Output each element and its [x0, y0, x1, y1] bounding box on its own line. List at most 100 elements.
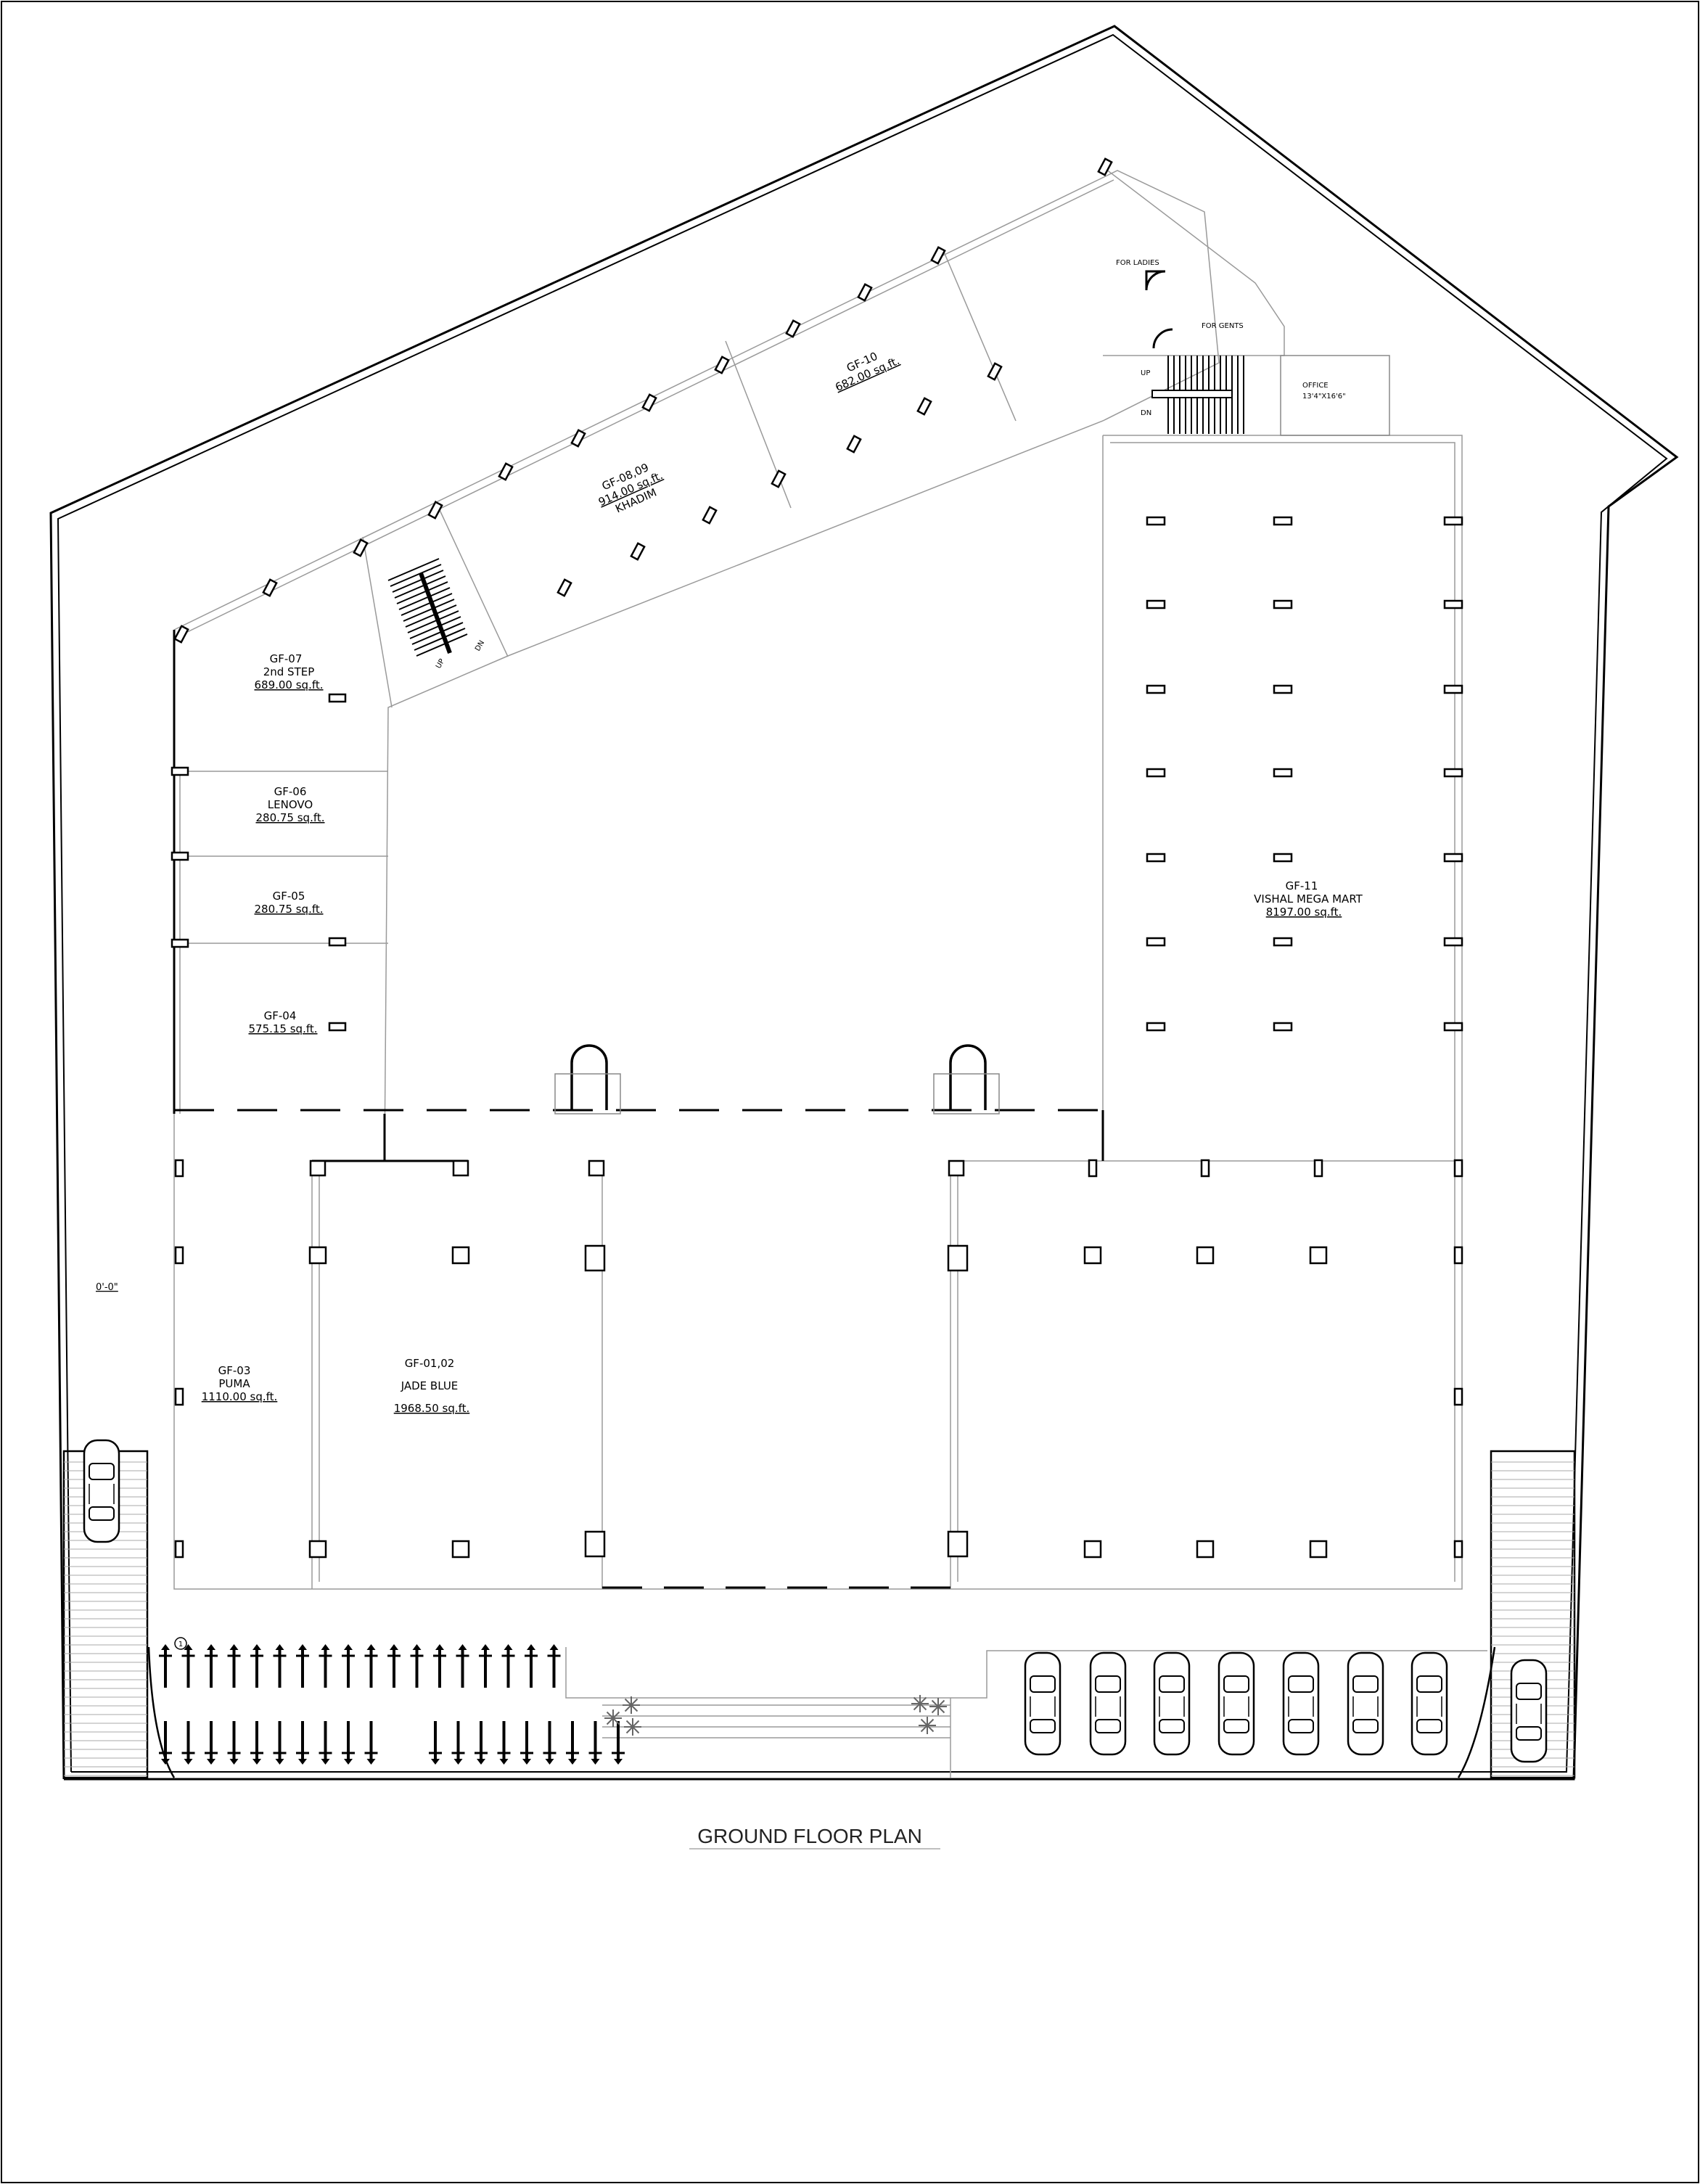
column — [584, 1244, 606, 1272]
column — [174, 1159, 184, 1178]
column — [1443, 853, 1463, 863]
ladies-toilet-label: FOR LADIES — [1116, 259, 1159, 267]
column — [451, 1246, 470, 1265]
unit-label-gf-06: GF-06 LENOVO 280.75 sq.ft. — [255, 785, 324, 824]
two-wheeler — [433, 1644, 446, 1688]
unit-label-gf-10: GF-10 682.00 sq.ft. — [833, 350, 901, 394]
two-wheeler — [588, 1721, 602, 1765]
column — [641, 393, 657, 412]
column — [174, 1387, 184, 1406]
forecourt — [147, 1646, 1496, 1778]
structural-columns — [171, 157, 1463, 1559]
column — [328, 693, 347, 703]
column — [1146, 937, 1166, 947]
column — [1083, 1540, 1102, 1559]
column — [452, 1159, 469, 1177]
stair-tread — [416, 633, 468, 657]
two-wheeler — [319, 1644, 332, 1688]
two-wheeler — [520, 1721, 533, 1765]
two-wheeler — [456, 1644, 469, 1688]
drawing-title: GROUND FLOOR PLAN — [689, 1825, 940, 1850]
column — [262, 578, 278, 597]
column — [353, 538, 369, 557]
column — [1273, 937, 1293, 947]
column — [857, 283, 873, 302]
svg-text:575.15 sq.ft.: 575.15 sq.ft. — [248, 1022, 317, 1035]
planter — [624, 1718, 641, 1736]
column — [427, 501, 443, 520]
two-wheeler — [159, 1721, 172, 1765]
column — [785, 319, 801, 338]
column — [328, 937, 347, 947]
column — [1146, 1022, 1166, 1032]
planter — [929, 1698, 947, 1715]
svg-text:JADE BLUE: JADE BLUE — [401, 1379, 459, 1392]
two-wheeler — [429, 1721, 442, 1765]
level-mark: 0'-0" — [96, 1282, 118, 1293]
column — [1443, 937, 1463, 947]
svg-text:GF-04: GF-04 — [264, 1009, 297, 1022]
svg-text:PUMA: PUMA — [218, 1377, 250, 1390]
stair-handrail — [419, 572, 452, 654]
two-wheeler — [501, 1644, 515, 1688]
planter — [911, 1695, 929, 1712]
column — [1273, 853, 1293, 863]
column — [1453, 1246, 1463, 1265]
unit-label-gf-11: GF-11 VISHAL MEGA MART 8197.00 sq.ft. — [1254, 879, 1363, 919]
column — [309, 1159, 327, 1177]
ramp-right — [1490, 1450, 1576, 1779]
two-wheeler — [181, 1644, 195, 1688]
planter — [604, 1709, 622, 1727]
main-block — [173, 435, 1463, 1590]
stair-tread — [390, 564, 442, 587]
svg-text:1110.00 sq.ft.: 1110.00 sq.ft. — [202, 1390, 278, 1403]
svg-text:GF-11: GF-11 — [1286, 879, 1318, 892]
two-wheeler — [181, 1721, 195, 1765]
column — [1443, 768, 1463, 778]
office-size-label: 13'4"X16'6" — [1302, 393, 1346, 401]
two-wheeler-parking — [159, 1644, 625, 1765]
two-wheeler — [342, 1721, 355, 1765]
two-wheeler — [205, 1721, 218, 1765]
column — [916, 397, 932, 416]
column — [1200, 1159, 1210, 1178]
two-wheeler — [543, 1721, 557, 1765]
parked-car — [1153, 1651, 1191, 1756]
column — [1146, 853, 1166, 863]
column — [714, 356, 730, 374]
svg-text:280.75 sq.ft.: 280.75 sq.ft. — [255, 811, 324, 824]
column — [1196, 1246, 1215, 1265]
svg-text:GF-07: GF-07 — [270, 652, 303, 665]
svg-text:LENOVO: LENOVO — [268, 798, 313, 811]
two-wheeler — [273, 1721, 287, 1765]
svg-text:1968.50 sq.ft.: 1968.50 sq.ft. — [394, 1402, 470, 1415]
two-wheeler — [319, 1721, 332, 1765]
column — [171, 766, 189, 776]
column — [987, 362, 1003, 381]
column — [451, 1540, 470, 1559]
column — [771, 469, 787, 488]
parked-car — [1410, 1651, 1448, 1756]
stair-down-label: DN — [1141, 409, 1151, 417]
unit-label-gf-05: GF-05 280.75 sq.ft. — [254, 890, 323, 916]
two-wheeler — [547, 1644, 561, 1688]
stair-tread — [387, 558, 440, 581]
north-wing — [173, 170, 1220, 1158]
stair-tread — [398, 587, 451, 610]
column — [588, 1159, 605, 1177]
svg-text:GF-01,02: GF-01,02 — [405, 1357, 455, 1370]
column — [1453, 1540, 1463, 1559]
stair-tread — [405, 604, 457, 628]
column — [173, 625, 189, 644]
column — [1088, 1159, 1098, 1178]
two-wheeler — [227, 1644, 241, 1688]
column — [1453, 1387, 1463, 1406]
column — [1273, 768, 1293, 778]
column — [1097, 157, 1113, 176]
svg-text:GF-05: GF-05 — [273, 890, 305, 903]
column — [1273, 684, 1293, 694]
north-stair-down-label: DN — [474, 639, 486, 653]
entrance-arch-left — [554, 1044, 621, 1114]
column — [948, 1159, 965, 1177]
column — [308, 1540, 327, 1559]
